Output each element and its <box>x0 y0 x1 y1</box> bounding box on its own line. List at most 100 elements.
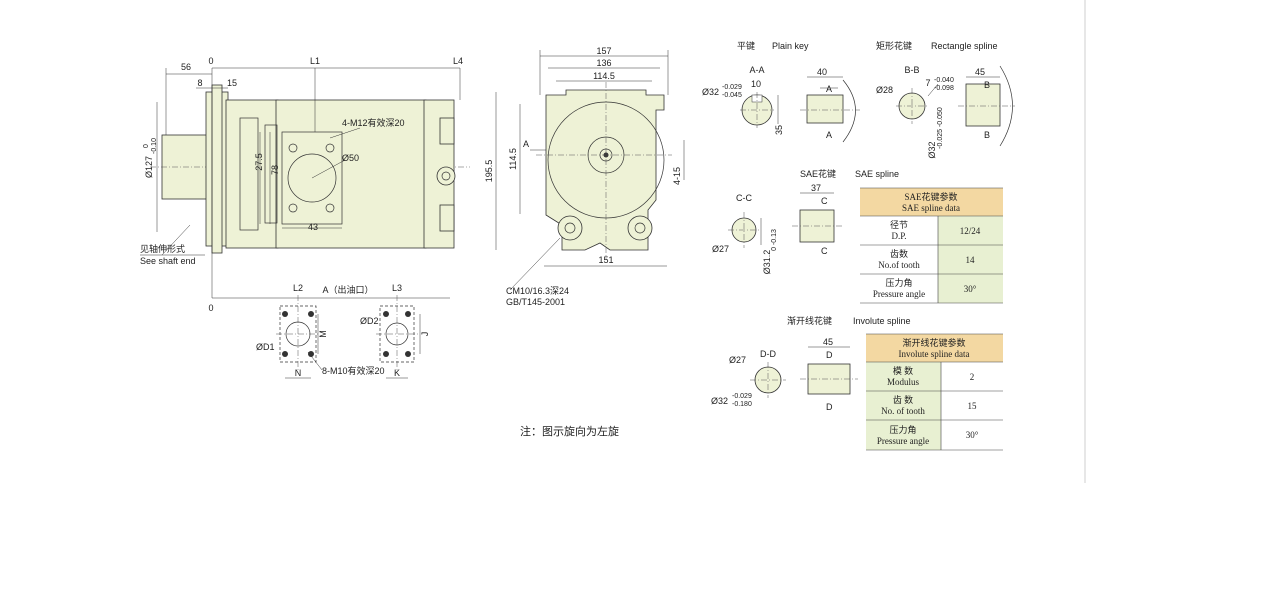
dim-56: 56 <box>181 62 191 72</box>
label-k: K <box>394 368 400 378</box>
section-mark-a: A <box>523 139 529 149</box>
dim-l1: L1 <box>310 56 320 66</box>
involute-row-modulus-value: 2 <box>970 372 975 382</box>
involute-title-en: Involute spline <box>853 316 911 326</box>
plain-key-title-en: Plain key <box>772 41 809 51</box>
dim-35: 35 <box>774 125 784 135</box>
pump-body-mid <box>275 99 427 249</box>
body-detail <box>264 124 278 224</box>
label-l3: L3 <box>392 283 402 293</box>
dim-157: 157 <box>596 46 611 56</box>
port-face <box>281 131 343 225</box>
dim-43: 43 <box>308 222 318 232</box>
sae-row-tooth-value: 14 <box>966 255 976 265</box>
sae-row-dp-en: D.P. <box>891 231 906 241</box>
dim-l4: L4 <box>453 56 463 66</box>
sae-spline-mark-top: C <box>821 196 828 206</box>
sae-spline-mark-bottom: C <box>821 246 828 256</box>
bolt-hole <box>288 203 298 213</box>
plain-key-mark-top: A <box>826 84 832 94</box>
leader <box>311 159 346 179</box>
dim-45-rect: 45 <box>975 67 985 77</box>
involute-table-head-en: Involute spline data <box>899 349 970 359</box>
shaft-note-en: See shaft end <box>140 256 196 266</box>
involute-table-label-col <box>866 362 941 450</box>
dim-40: 40 <box>817 67 827 77</box>
dim-4-15: 4-15 <box>672 167 682 185</box>
sae-table-label-col <box>860 216 938 303</box>
rect-spline-mark-bottom: B <box>984 130 990 140</box>
break-line <box>999 65 1013 147</box>
involute-row-modulus-en: Modulus <box>887 377 920 387</box>
plain-key-shaft-side <box>806 94 844 124</box>
dim-114-5-v: 114.5 <box>508 148 518 170</box>
dim-45-involute: 45 <box>823 337 833 347</box>
sae-spline-section-label: C-C <box>736 193 752 203</box>
port-b-bolt <box>405 311 411 317</box>
involute-dia-27: Ø27 <box>729 355 746 365</box>
front-body-outline <box>545 89 665 251</box>
mount-hole-right <box>627 215 653 241</box>
plain-key-dia-tol-upper: -0.029 <box>722 84 742 91</box>
dim-7-tol-upper: -0.040 <box>934 77 954 84</box>
label-n: N <box>295 368 302 378</box>
leader <box>509 237 561 291</box>
sae-spline-title-cn: SAE花键 <box>800 168 836 179</box>
sae-spline-dia-31-tol: 0 -0.13 <box>771 229 778 251</box>
involute-dia-32-tol-upper: -0.029 <box>732 393 752 400</box>
shaft-note-cn: 见轴伸形式 <box>140 243 185 254</box>
dim-7-tol-lower: -0.098 <box>934 85 954 92</box>
rect-spline-dia-32: Ø32 <box>927 141 937 158</box>
rect-spline-dia-32-tol: -0.025 -0.050 <box>937 107 944 149</box>
rect-spline-title-en: Rectangle spline <box>931 41 998 51</box>
label-m: M <box>318 330 328 338</box>
involute-title-cn: 渐开线花键 <box>787 315 832 326</box>
sae-row-dp-value: 12/24 <box>960 226 981 236</box>
involute-mark-bottom: D <box>826 402 833 412</box>
sae-row-angle-cn: 压力角 <box>885 277 912 288</box>
rect-spline-shaft-side <box>965 83 1001 127</box>
port-b-bolt <box>383 311 389 317</box>
involute-table-grid <box>866 333 1003 451</box>
port-views: L2 A（出油口） L3 ØD1 ØD2 M J N K 8-M10有效深20 <box>256 283 430 379</box>
label-port-a: A（出油口） <box>322 284 373 295</box>
dim-0-top: 0 <box>208 56 213 66</box>
plain-key-title-cn: 平键 <box>737 40 755 51</box>
break-line <box>842 79 856 143</box>
rear-plug <box>436 166 456 186</box>
sae-row-dp-cn: 径节 <box>890 219 908 230</box>
involute-table-head-cn: 渐开线花键参数 <box>902 337 965 348</box>
plain-key-mark-bottom: A <box>826 130 832 140</box>
leader <box>161 224 191 256</box>
involute-row-angle-value: 30° <box>966 430 979 440</box>
rotation-note: 注：图示旋向为左旋 <box>520 424 619 438</box>
leader <box>927 83 939 97</box>
sae-row-angle-en: Pressure angle <box>873 289 925 299</box>
sae-table-value-col <box>938 216 1003 303</box>
sae-table-head-en: SAE spline data <box>902 203 960 213</box>
dim-10: 10 <box>751 79 761 89</box>
leader <box>307 351 323 371</box>
plain-key-section-label: A-A <box>749 65 764 75</box>
sae-spline-title-en: SAE spline <box>855 169 899 179</box>
involute-table-header-bg <box>866 334 1003 362</box>
port-b-bolt <box>405 351 411 357</box>
hole-note: 4-M12有效深20 <box>342 117 405 128</box>
side-view: 56 0 L1 L4 8 15 27.5 78 43 Ø127 0 -0.10 … <box>140 56 470 313</box>
involute-dia-32-tol-lower: -0.180 <box>732 401 752 408</box>
plain-key-dia-tol-lower: -0.045 <box>722 92 742 99</box>
rect-spline-mark-top: B <box>984 80 990 90</box>
rear-plug-inner <box>441 171 451 181</box>
involute-row-angle-cn: 压力角 <box>889 424 916 435</box>
label-l2: L2 <box>293 283 303 293</box>
label-j: J <box>420 332 430 337</box>
port-a-bolt <box>282 351 288 357</box>
rect-spline-title-cn: 矩形花键 <box>876 40 912 51</box>
rect-spline-section: 矩形花键 Rectangle spline B-B 7 -0.040 -0.09… <box>876 40 1015 159</box>
sae-row-tooth-en: No.of tooth <box>878 260 920 270</box>
sae-row-angle-value: 30° <box>964 284 977 294</box>
dim-27-5: 27.5 <box>254 153 264 171</box>
dim-15: 15 <box>227 78 237 88</box>
thread-note-1: CM10/16.3深24 <box>506 286 569 296</box>
